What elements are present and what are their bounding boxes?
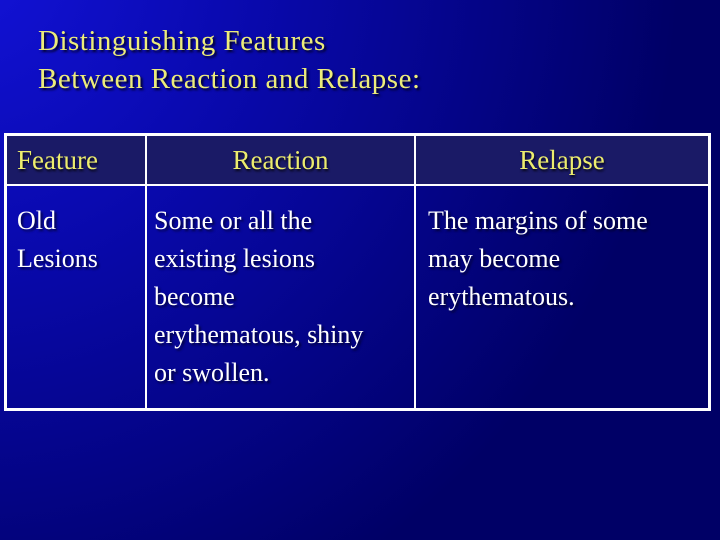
table-cell-relapse: The margins of some may become erythemat… xyxy=(414,186,708,408)
table-cell-reaction: Some or all the existing lesions become … xyxy=(145,186,414,408)
slide-title: Distinguishing Features Between Reaction… xyxy=(38,22,421,98)
header-cell-feature: Feature xyxy=(7,136,145,186)
header-cell-reaction: Reaction xyxy=(145,136,414,186)
feature-value: Old Lesions xyxy=(17,206,98,273)
header-cell-relapse: Relapse xyxy=(414,136,708,186)
table-cell-feature: Old Lesions xyxy=(7,186,145,408)
reaction-value: Some or all the existing lesions become … xyxy=(154,206,364,387)
title-line-1: Distinguishing Features xyxy=(38,25,326,57)
features-table: Feature Reaction Relapse Old Lesions Som… xyxy=(4,133,711,411)
title-line-2: Between Reaction and Relapse: xyxy=(38,63,421,95)
relapse-value: The margins of some may become erythemat… xyxy=(428,206,648,311)
